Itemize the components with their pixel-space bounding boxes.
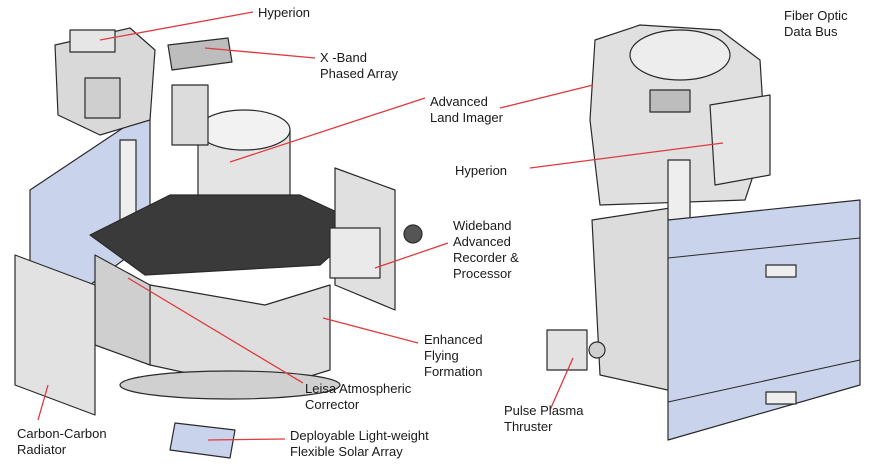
- leader-hyperion-top: [99, 11, 254, 41]
- label-line: Thruster: [504, 419, 553, 434]
- label-line: Hyperion: [258, 5, 311, 20]
- leader-wideband: [374, 242, 449, 269]
- label-line: X -Band: [320, 50, 367, 65]
- label-line: Phased Array: [320, 66, 399, 81]
- label-line: Wideband: [453, 218, 512, 233]
- leader-enhanced-flying: [322, 317, 419, 344]
- label-carbon-carbon-radiator: Carbon-Carbon Radiator: [17, 426, 107, 458]
- label-line: Flying: [424, 348, 459, 363]
- label-deployable-solar-array: Deployable Light-weight Flexible Solar A…: [290, 428, 429, 460]
- label-hyperion-right: Hyperion: [455, 163, 507, 179]
- label-pulse-plasma-thruster: Pulse Plasma Thruster: [504, 403, 583, 435]
- label-enhanced-flying-formation: Enhanced Flying Formation: [424, 332, 483, 380]
- label-advanced-land-imager: Advanced Land Imager: [430, 94, 503, 126]
- label-line: Leisa Atmospheric: [305, 381, 412, 396]
- label-wideband-recorder: Wideband Advanced Recorder & Processor: [453, 218, 519, 282]
- label-line: Processor: [453, 266, 512, 281]
- right-spacecraft: [546, 24, 861, 441]
- label-fiber-optic-data-bus: Fiber Optic Data Bus: [784, 8, 848, 40]
- carbon-radiator-panel: [14, 254, 96, 416]
- label-line: Hyperion: [455, 163, 508, 178]
- label-line: Advanced: [430, 94, 488, 109]
- right-blue-panel: [667, 199, 861, 441]
- leader-hyperion-right: [529, 142, 724, 169]
- label-hyperion-top: Hyperion: [258, 5, 310, 21]
- solar-array-strip: [169, 422, 236, 459]
- leader-x-band: [204, 47, 316, 59]
- label-line: Data Bus: [784, 24, 838, 39]
- label-line: Formation: [424, 364, 483, 379]
- hyperion-box-right: [709, 94, 771, 186]
- left-spacecraft: [14, 27, 423, 459]
- leader-carbon-radiator: [37, 384, 49, 421]
- label-line: Deployable Light-weight: [290, 428, 429, 443]
- label-line: Pulse Plasma: [504, 403, 584, 418]
- label-leisa-atmospheric-corrector: Leisa Atmospheric Corrector: [305, 381, 411, 413]
- leader-solar-array: [207, 438, 286, 441]
- label-line: Carbon-Carbon: [17, 426, 107, 441]
- leader-pulse-plasma: [549, 357, 574, 411]
- label-line: Corrector: [305, 397, 360, 412]
- label-x-band-phased-array: X -Band Phased Array: [320, 50, 398, 82]
- label-line: Fiber Optic: [784, 8, 848, 23]
- leader-fiber-optic: [499, 84, 594, 109]
- thruster-nozzle-left: [403, 224, 423, 244]
- x-band-array: [167, 37, 233, 71]
- label-line: Radiator: [17, 442, 67, 457]
- label-line: Land Imager: [430, 110, 503, 125]
- label-line: Recorder &: [453, 250, 519, 265]
- pulse-plasma-thruster: [546, 329, 588, 371]
- leader-land-imager: [229, 97, 426, 163]
- label-line: Advanced: [453, 234, 511, 249]
- wideband-recorder-box: [329, 227, 381, 279]
- label-line: Flexible Solar Array: [290, 444, 403, 459]
- leader-lines: [37, 11, 724, 441]
- label-line: Enhanced: [424, 332, 483, 347]
- leader-leisa: [127, 277, 304, 384]
